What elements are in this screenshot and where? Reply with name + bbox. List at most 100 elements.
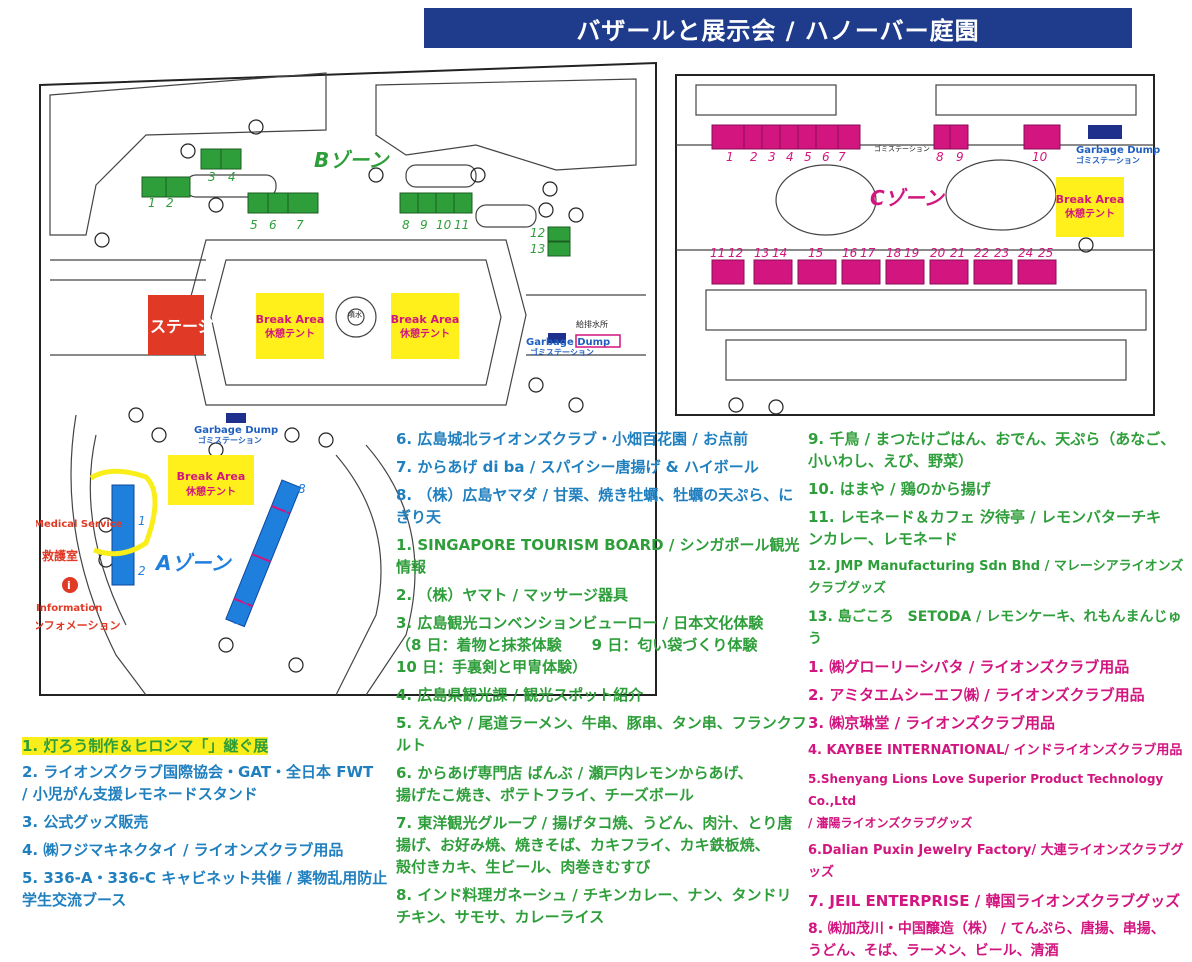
booth-num-b-2: 2 [166, 196, 174, 210]
booth-num-a-1: 1 [138, 514, 146, 528]
garbage-dump-2: Garbage Dump ゴミステーション [194, 413, 278, 445]
highlight-circle [89, 468, 158, 557]
water-label: 給排水所 [576, 319, 608, 329]
svg-text:17: 17 [860, 246, 876, 260]
legend-b-zone: 6. 広島城北ライオンズクラブ・小畑百花園 / お点前 7. からあげ di b… [396, 428, 808, 928]
fountain-label: 噴水 [348, 310, 362, 319]
svg-text:1: 1 [726, 150, 734, 164]
svg-text:Break Area: Break Area [256, 313, 325, 326]
svg-text:18: 18 [886, 246, 902, 260]
svg-text:インフォメーション: インフォメーション [36, 619, 120, 632]
booth-num-a-2: 2 [138, 564, 146, 578]
svg-text:20: 20 [930, 246, 946, 260]
svg-text:Information: Information [36, 603, 102, 614]
booth-c-6 [815, 124, 839, 150]
legend-c-item: 7. JEIL ENTERPRISE / 韓国ライオンズクラブグッズ [808, 892, 1181, 910]
booth-b-6 [267, 192, 289, 214]
booth-c-16-17 [841, 259, 881, 285]
svg-text:休憩テント: 休憩テント [399, 327, 450, 340]
svg-text:Garbage Dump: Garbage Dump [194, 425, 278, 436]
zone-b-label: Bゾーン [314, 148, 390, 172]
break-area-4: Break Area 休憩テント [1056, 177, 1124, 237]
booth-c-5 [797, 124, 817, 150]
svg-text:3: 3 [768, 150, 776, 164]
legend-a-item: 2. ライオンズクラブ国際協会・GAT・全日本 FWT / 小児がん支援レモネー… [22, 763, 374, 803]
svg-text:Medical Service: Medical Service [36, 519, 123, 530]
legend-a-item: 4. ㈱フジマキネクタイ / ライオンズクラブ用品 [22, 841, 344, 859]
svg-text:ゴミステーション: ゴミステーション [1076, 155, 1140, 165]
booth-c-13-14 [753, 259, 793, 285]
svg-text:Garbage Dump: Garbage Dump [526, 337, 610, 348]
legend-a-zone: 1. 灯ろう制作＆ヒロシマ「」継ぐ展 2. ライオンズクラブ国際協会・GAT・全… [22, 735, 402, 911]
zone-a-label: Aゾーン [154, 551, 232, 575]
booth-num-b-6: 6 [269, 218, 277, 232]
booth-c-22-23 [973, 259, 1013, 285]
legend-c-item: 4. KAYBEE INTERNATIONAL/ インドライオンズクラブ用品 [808, 743, 1183, 758]
legend-a-item: 3. 公式グッズ販売 [22, 813, 149, 831]
booth-num-b-12: 12 [530, 226, 545, 240]
booth-num-b-7: 7 [296, 218, 304, 232]
gomi-small-label: ゴミステーション [874, 144, 930, 153]
svg-text:6: 6 [822, 150, 830, 164]
svg-text:7: 7 [838, 150, 846, 164]
booth-b-8 [399, 192, 419, 214]
legend-b-item: 4. 広島県観光課 / 観光スポット紹介 [396, 686, 644, 704]
svg-text:休憩テント: 休憩テント [185, 485, 236, 498]
legend-c-item: 3. ㈱京琳堂 / ライオンズクラブ用品 [808, 714, 1055, 732]
svg-text:ゴミステーション: ゴミステーション [530, 347, 594, 357]
legend-b-item: 6. からあげ専門店 ばんぶ / 瀬戸内レモンからあげ、 揚げたこ焼き、ポテトフ… [396, 764, 753, 804]
booth-num-b-4: 4 [228, 170, 236, 184]
booth-c-11-12 [711, 259, 745, 285]
booth-num-b-9: 9 [420, 218, 428, 232]
svg-text:19: 19 [904, 246, 919, 260]
legend-c-item: 12. JMP Manufacturing Sdn Bhd / マレーシアライオ… [808, 559, 1184, 596]
booth-num-a-4: 4 [241, 597, 249, 611]
legend-b-item: 2. （株）ヤマト / マッサージ器具 [396, 586, 628, 604]
water-station [575, 334, 621, 348]
booth-num-b-13: 13 [530, 242, 545, 256]
legend-b-item: 3. 広島観光コンベンションビューロー / 日本文化体験 （8 日：着物と抹茶体… [396, 614, 764, 676]
booth-b-9 [417, 192, 437, 214]
booth-c-10 [1023, 124, 1061, 150]
booth-a-3-8 [225, 479, 302, 628]
booth-num-b-10: 10 [436, 218, 452, 232]
booth-num-a-7: 7 [284, 502, 292, 516]
legend-b-item: 8. インド料理ガネーシュ / チキンカレー、ナン、タンドリ チキン、サモサ、カ… [396, 886, 792, 926]
legend-b-item: 6. 広島城北ライオンズクラブ・小畑百花園 / お点前 [396, 430, 748, 448]
information: Information インフォメーション [36, 603, 120, 632]
page-title: バザールと展示会 / ハノーバー庭園 [424, 8, 1132, 48]
svg-text:ゴミステーション: ゴミステーション [198, 435, 262, 445]
svg-text:休憩テント: 休憩テント [1064, 207, 1115, 220]
legend-c-item: 2. アミタエムシーエフ㈱ / ライオンズクラブ用品 [808, 686, 1145, 704]
booth-b-5 [247, 192, 269, 214]
booth-num-b-1: 1 [148, 196, 156, 210]
svg-text:Garbage Dump: Garbage Dump [1076, 145, 1160, 156]
svg-text:9: 9 [956, 150, 964, 164]
park-map: 1 2 3 4 5 6 7 8 9 10 11 12 13 Bゾーン ステージ … [36, 61, 1160, 696]
svg-text:24: 24 [1018, 246, 1033, 260]
svg-text:15: 15 [808, 246, 823, 260]
booth-b-7 [287, 192, 319, 214]
svg-text:8: 8 [936, 150, 944, 164]
svg-text:5: 5 [804, 150, 812, 164]
booth-c-1 [711, 124, 745, 150]
booth-c-7 [837, 124, 861, 150]
svg-text:救護室: 救護室 [42, 548, 78, 563]
legend-c-item: 11. レモネード＆カフェ 汐待亭 / レモンバターチキ ンカレー、レモネード [808, 508, 1161, 548]
booth-c-2 [743, 124, 763, 150]
booth-b-4 [220, 148, 242, 170]
svg-text:13: 13 [754, 246, 769, 260]
booth-b-13 [547, 241, 571, 257]
medical-service: Medical Service 救護室 [36, 519, 123, 563]
legend-b-item: 8. （株）広島ヤマダ / 甘栗、焼き牡蠣、牡蠣の天ぷら、にぎり天 [396, 486, 794, 526]
svg-text:11: 11 [710, 246, 725, 260]
booth-b-3 [200, 148, 222, 170]
booth-a-1-2 [111, 484, 135, 586]
booth-c-15 [797, 259, 837, 285]
svg-text:休憩テント: 休憩テント [264, 327, 315, 340]
svg-text:Break Area: Break Area [391, 313, 460, 326]
booth-b-2 [165, 176, 191, 198]
legend-a-item: 5. 336-A・336-C キャビネット共催 / 薬物乱用防止 学生交流ブース [22, 869, 388, 909]
legend-a-item: 1. 灯ろう制作＆ヒロシマ「」継ぐ展 [22, 737, 269, 755]
svg-text:22: 22 [974, 246, 989, 260]
